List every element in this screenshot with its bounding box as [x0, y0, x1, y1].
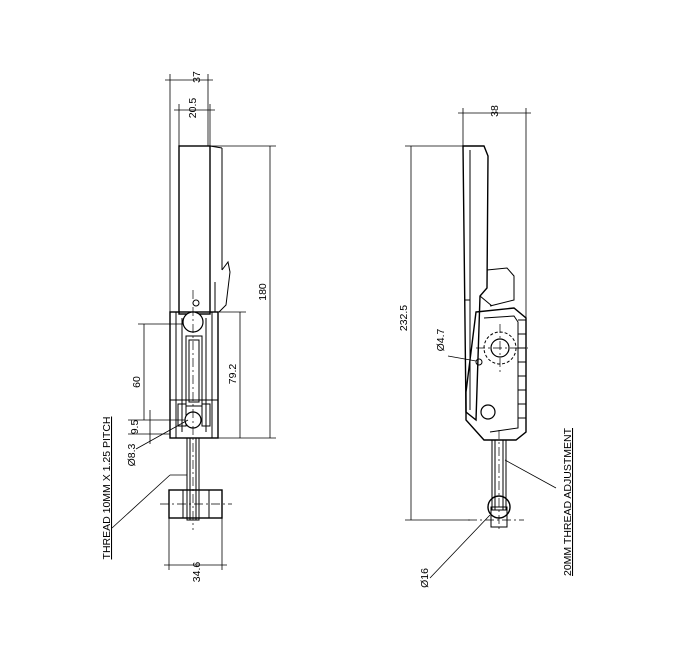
front-dim-34-6: 34.6 — [164, 518, 227, 582]
dim-label-180: 180 — [257, 283, 269, 301]
dim-label-60: 60 — [131, 376, 143, 388]
dim-label-232-5: 232.5 — [398, 305, 410, 331]
dim-label-37: 37 — [191, 71, 203, 83]
dim-label-79-2: 79.2 — [227, 364, 239, 385]
front-body — [169, 311, 219, 439]
thread-note-side: 20MM THREAD ADJUSTMENT — [562, 427, 574, 576]
side-dim-pivot-diameter: Ø4.7 — [435, 328, 477, 362]
dim-label-o4-7: Ø4.7 — [435, 328, 447, 351]
front-dim-9-5: 9.5 — [128, 410, 185, 444]
dim-label-o8-3: Ø8.3 — [126, 443, 138, 466]
side-dim-38: 38 — [458, 105, 531, 318]
side-clamp-body — [465, 307, 528, 441]
side-dim-232-5: 232.5 — [398, 145, 472, 521]
dim-label-o16: Ø16 — [419, 568, 431, 588]
dim-label-38: 38 — [489, 105, 501, 117]
dim-label-20-5: 20.5 — [187, 98, 199, 119]
front-thread-note: THREAD 10MM X 1.25 PITCH — [101, 417, 187, 560]
front-dim-20-5: 20.5 — [174, 98, 215, 146]
dim-label-9-5: 9.5 — [129, 420, 141, 435]
side-view: 38 232.5 Ø4.7 Ø16 20MM THREAD ADJUSTMENT — [398, 105, 574, 588]
dim-label-34-6: 34.6 — [191, 562, 203, 583]
front-threaded-rod — [160, 437, 232, 521]
side-dim-tip-diameter: Ø16 — [419, 514, 491, 588]
front-view: 37 20.5 180 79.2 60 — [101, 71, 276, 582]
front-dim-180: 180 — [210, 145, 276, 439]
front-dim-60: 60 — [131, 323, 183, 420]
side-spindle — [468, 439, 524, 528]
front-dim-pin-diameter: Ø8.3 — [126, 419, 189, 466]
front-dim-79-2: 79.2 — [218, 311, 246, 438]
thread-note-front: THREAD 10MM X 1.25 PITCH — [101, 417, 113, 560]
front-handle — [178, 145, 231, 315]
side-thread-note: 20MM THREAD ADJUSTMENT — [504, 427, 574, 576]
side-lever-arm — [462, 145, 515, 422]
